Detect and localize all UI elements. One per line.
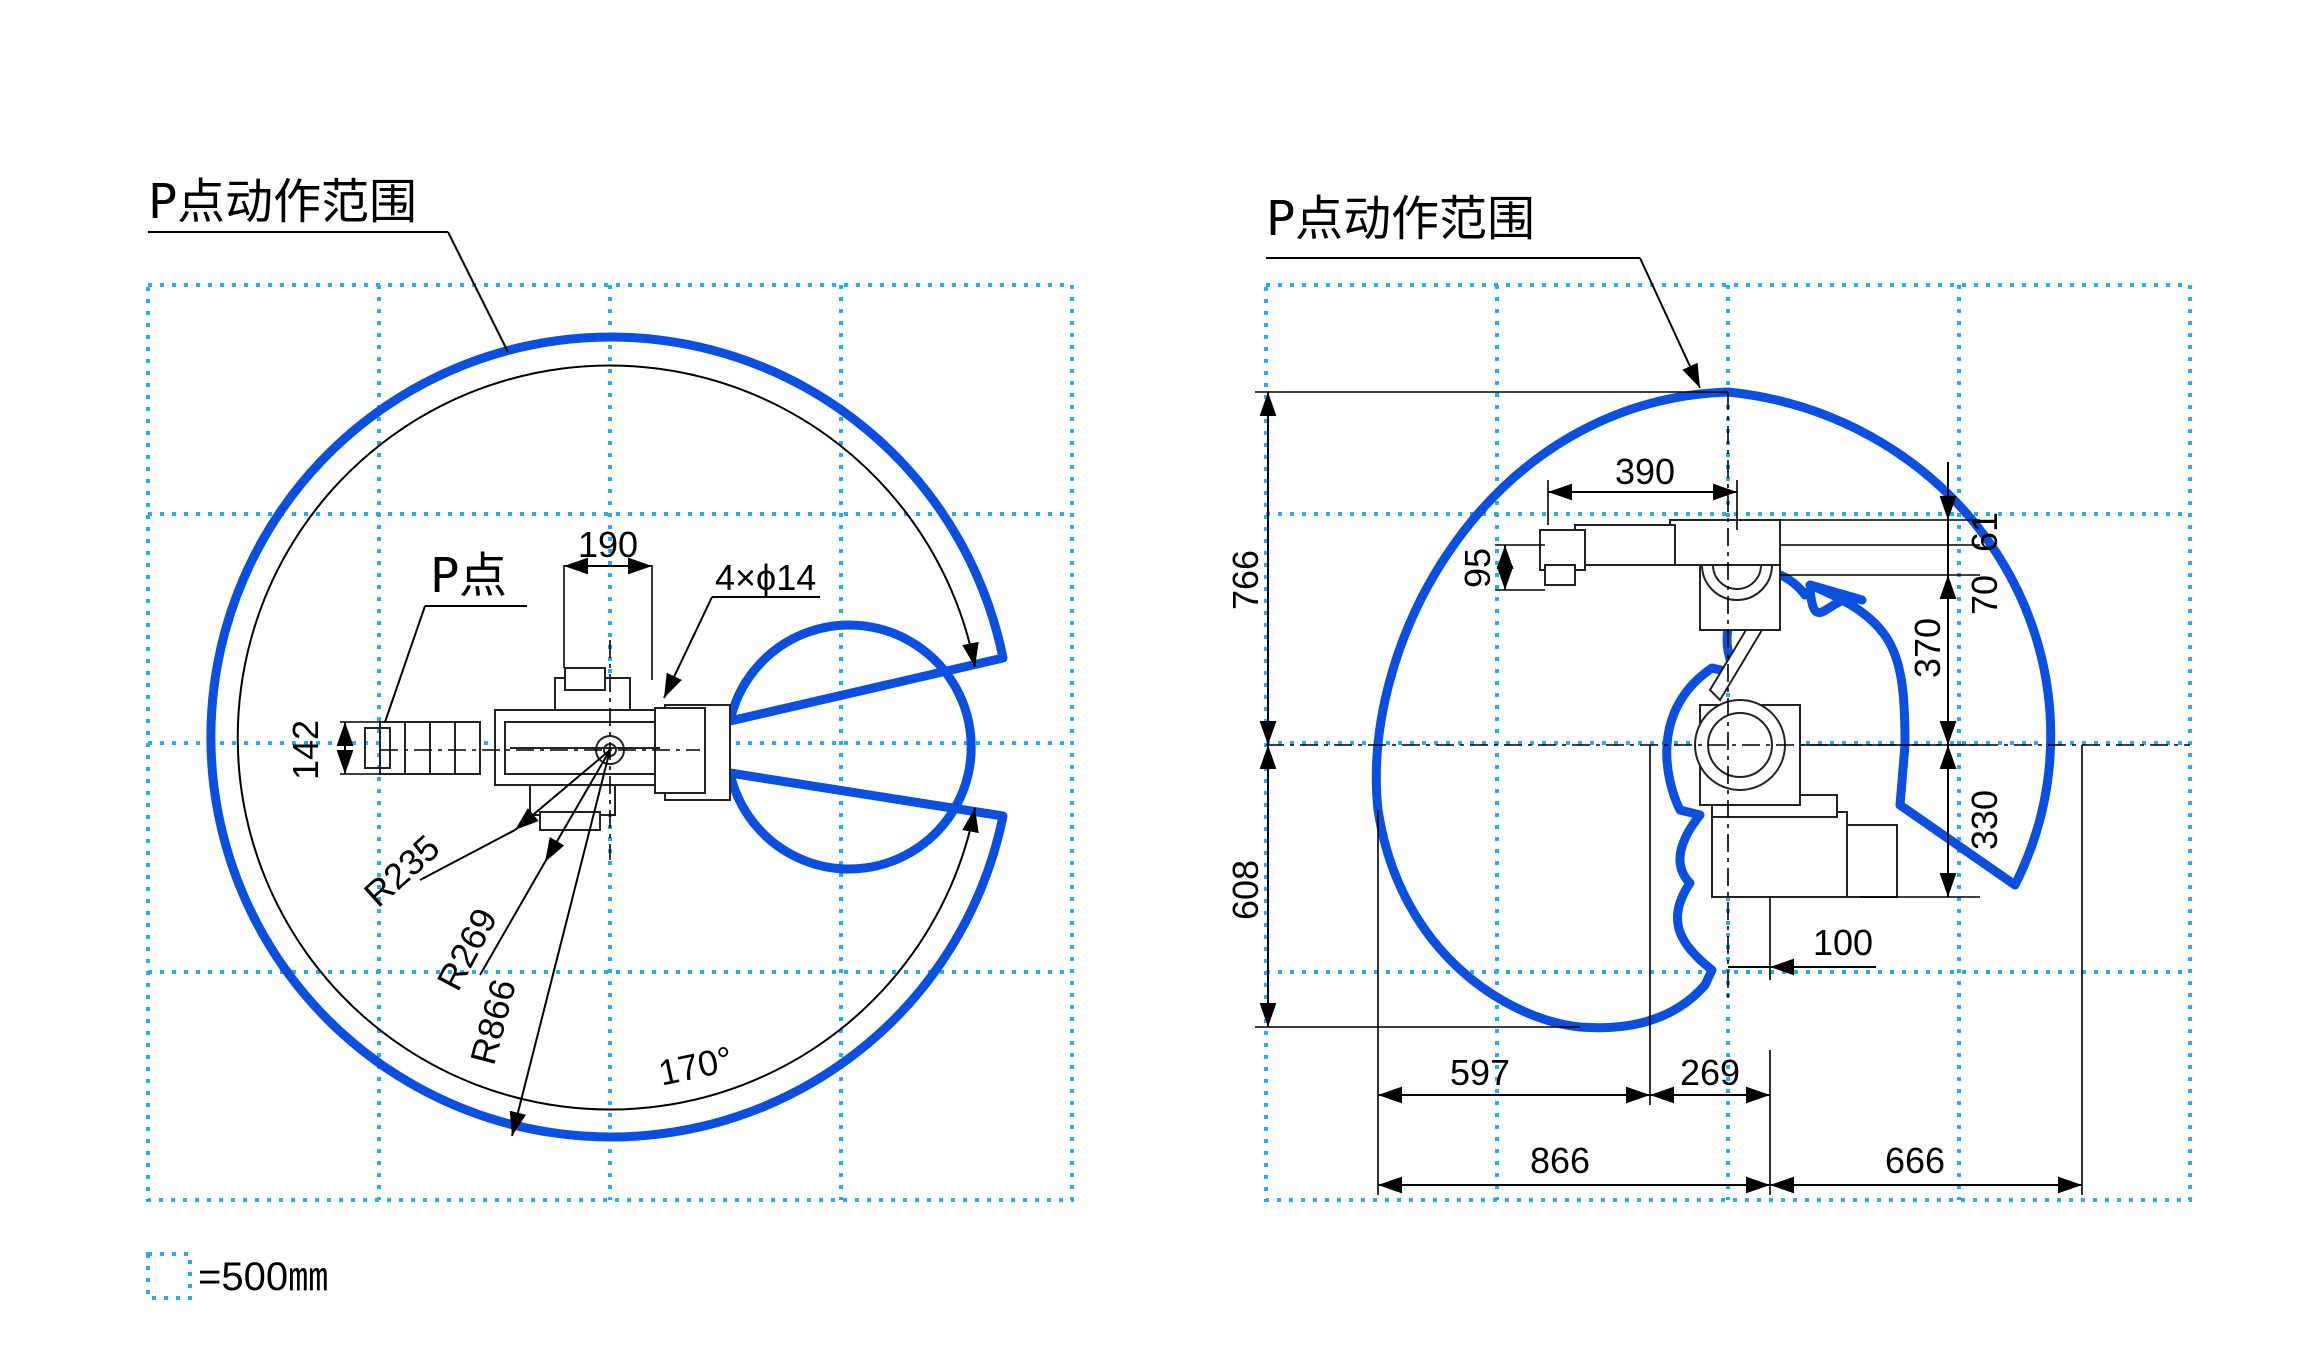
right-title: P点动作范围 [1266,191,1535,247]
dim-70: 70 [1964,575,2005,615]
angle-arc [236,364,979,1111]
dim-370: 370 [1907,618,1948,678]
dim-r866: R866 [462,975,524,1069]
right-robot-side-view [1539,519,1898,898]
dim-100: 100 [1813,922,1873,963]
dim-666: 666 [1885,1140,1945,1181]
dim-608: 608 [1225,860,1266,920]
dim-269: 269 [1680,1052,1740,1093]
dim-390: 390 [1615,451,1675,492]
dim-holes: 4×ϕ14 [715,557,816,598]
legend-grid-swatch [146,1252,192,1300]
dim-95: 95 [1457,548,1498,588]
left-view: P点动作范围 P点 [146,174,1074,1202]
dim-190: 190 [578,524,638,565]
left-title: P点动作范围 [148,174,417,230]
legend: =500㎜ [146,1252,328,1300]
left-p-point-label: P点 [430,548,507,604]
dim-866: 866 [1530,1140,1590,1181]
dim-766: 766 [1225,550,1266,610]
dim-330: 330 [1964,790,2005,850]
right-work-envelope [1371,387,2056,1033]
dim-angle: 170° [655,1038,736,1094]
dim-597: 597 [1450,1052,1510,1093]
dim-61: 61 [1964,512,2005,552]
legend-label: =500㎜ [198,1255,328,1299]
left-robot-top-view [364,667,731,831]
right-view: P点动作范围 766 608 390 95 61 70 370 33 [1225,191,2192,1202]
dim-r235: R235 [356,827,447,915]
dim-142: 142 [285,720,326,780]
